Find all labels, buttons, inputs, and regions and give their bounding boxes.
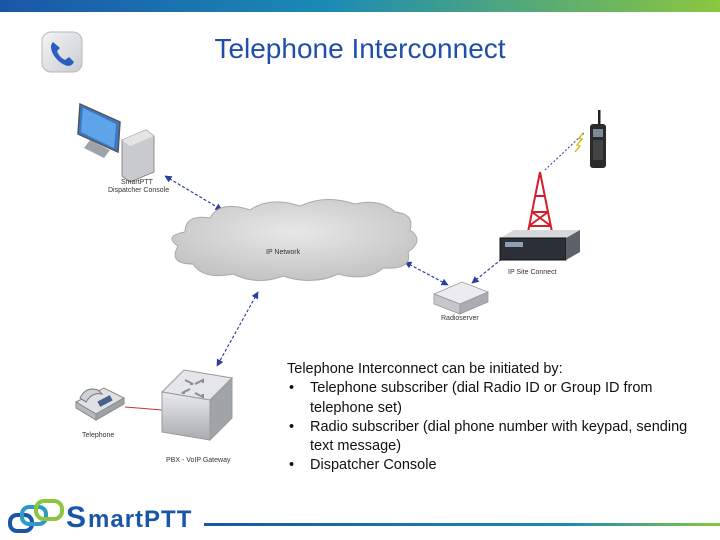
logo-text-prefix: S — [66, 501, 86, 534]
link-radioserver-repeater — [471, 253, 509, 284]
radioserver-node: Radioserver — [432, 281, 490, 322]
page-title: Telephone Interconnect — [214, 33, 506, 64]
dispatcher-label-line2: Dispatcher Console — [108, 187, 169, 194]
radioserver-label: Radioserver — [441, 315, 479, 322]
link-radio-tower — [544, 132, 585, 171]
telephone-label: Telephone — [82, 432, 114, 439]
ip-site-connect-label: IP Site Connect — [508, 269, 557, 276]
initiator-list: Telephone subscriber (dial Radio ID or G… — [287, 379, 707, 476]
list-item: Dispatcher Console — [287, 456, 707, 476]
description-intro: Telephone Interconnect can be initiated … — [287, 361, 563, 377]
description-block: Telephone Interconnect can be initiated … — [287, 360, 707, 476]
link-dispatcher-network — [164, 175, 223, 211]
connection-links — [124, 132, 585, 411]
top-accent-bar — [0, 0, 720, 12]
dispatcher-console-node: SmartPTT Dispatcher Console — [77, 102, 169, 194]
smartptt-logo: S martPTT — [8, 499, 720, 534]
telephone-handset-icon — [41, 31, 83, 73]
radio-tower-node — [527, 171, 553, 233]
gateway-node: PBX - VoIP Gateway — [160, 369, 234, 464]
logo-rings-icon — [8, 499, 64, 533]
link-telephone-gateway — [124, 406, 163, 411]
dispatcher-label-line1: SmartPTT — [121, 179, 154, 186]
radio-wave-zigzag — [574, 132, 584, 153]
telephone-node: Telephone — [74, 387, 126, 439]
ip-site-connect-node: IP Site Connect — [499, 230, 580, 276]
list-item: Radio subscriber (dial phone number with… — [287, 418, 707, 457]
list-item: Telephone subscriber (dial Radio ID or G… — [287, 379, 707, 418]
gateway-label: PBX - VoIP Gateway — [166, 457, 231, 464]
logo-underline — [204, 523, 720, 526]
portable-radio-node — [590, 110, 606, 168]
ip-network-label: IP Network — [266, 249, 301, 256]
link-network-gateway — [216, 291, 259, 367]
ip-network-cloud: IP Network — [171, 199, 418, 281]
link-network-radioserver — [404, 261, 449, 286]
logo-text-rest: martPTT — [88, 506, 192, 533]
